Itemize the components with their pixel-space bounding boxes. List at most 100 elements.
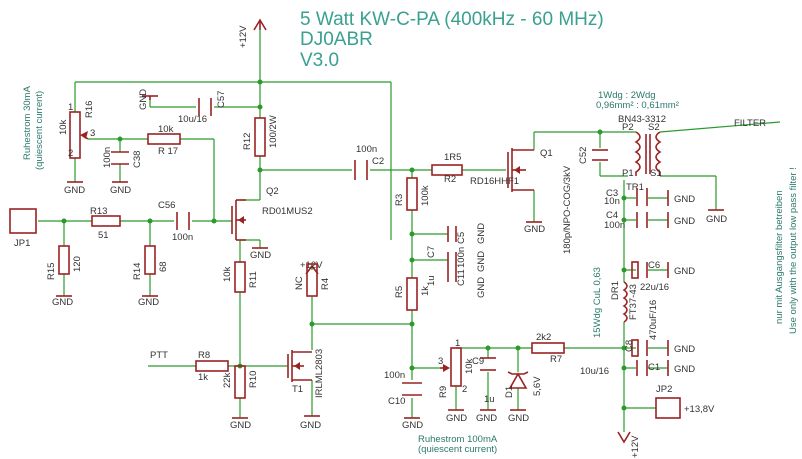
svg-text:100n: 100n	[384, 370, 405, 381]
svg-text:R9: R9	[438, 386, 449, 398]
svg-text:100n: 100n	[456, 247, 467, 268]
svg-text:22u/16: 22u/16	[640, 282, 669, 293]
svg-text:P1: P1	[622, 168, 634, 179]
svg-text:R5: R5	[394, 286, 405, 298]
svg-text:GND: GND	[674, 344, 695, 355]
resistor-r11: 10k R11	[222, 261, 259, 293]
svg-text:1u: 1u	[484, 394, 495, 405]
svg-text:GND: GND	[524, 224, 545, 235]
junctions	[61, 79, 627, 411]
capacitor-c7: C7 100n GND	[426, 246, 487, 272]
svg-text:C11: C11	[456, 269, 467, 286]
svg-text:TR1: TR1	[626, 182, 644, 193]
svg-text:GND: GND	[476, 277, 487, 298]
svg-text:GND: GND	[446, 413, 467, 424]
svg-text:1Wdg : 2Wdg: 1Wdg : 2Wdg	[598, 90, 656, 101]
filter-note-en: Use only with the output low pass filter…	[788, 167, 799, 334]
svg-text:JP1: JP1	[14, 238, 30, 249]
svg-text:R16: R16	[84, 101, 95, 118]
svg-text:C57: C57	[216, 91, 227, 108]
svg-text:GND: GND	[476, 251, 487, 272]
svg-text:2: 2	[68, 148, 73, 159]
capacitor-c3: C3 10n GND	[604, 188, 695, 207]
svg-text:R8: R8	[198, 350, 210, 361]
svg-text:GND: GND	[508, 413, 529, 424]
svg-text:GND: GND	[476, 223, 487, 244]
svg-text:R4: R4	[320, 278, 331, 290]
capacitor-c2: 100n C2	[354, 144, 384, 180]
svg-text:+12V: +12V	[238, 25, 249, 48]
title-line-1: 5 Watt KW-C-PA (400kHz - 60 MHz)	[300, 9, 604, 30]
svg-text:GND: GND	[230, 420, 251, 431]
svg-text:P2: P2	[622, 122, 634, 133]
svg-text:GND: GND	[674, 216, 695, 227]
resistor-r8: R8 1k	[195, 350, 229, 383]
svg-text:FT37-43: FT37-43	[628, 284, 639, 320]
transistor-t1: T1 IRLML2803 GND	[287, 349, 325, 431]
svg-text:GND: GND	[250, 250, 271, 261]
capacitor-c1: 10u/16 C1 GND	[580, 360, 695, 377]
svg-text:C5: C5	[456, 232, 467, 244]
resistor-r13: R13 51	[90, 206, 121, 241]
svg-text:15Wdg CuL 0,63: 15Wdg CuL 0,63	[592, 267, 603, 338]
capacitor-c11: C11 1u GND	[426, 268, 487, 298]
capacitor-c6: C6 22u/16 GND	[631, 260, 695, 293]
svg-text:GND: GND	[138, 89, 149, 110]
capacitor-c10: 100n C10 GND	[384, 370, 423, 431]
transistor-q2: Q2 RD01MUS2 GND	[231, 186, 313, 261]
svg-text:51: 51	[98, 230, 109, 241]
capacitor-c4: C4 100n GND	[604, 210, 695, 231]
svg-text:1: 1	[68, 102, 73, 113]
svg-text:100k: 100k	[420, 185, 431, 206]
svg-text:1: 1	[455, 338, 460, 349]
title-line-2: DJ0ABR	[300, 29, 373, 50]
resistor-r14: R14 68 GND	[132, 245, 169, 308]
svg-text:Q2: Q2	[266, 186, 279, 197]
svg-text:+13,8V: +13,8V	[684, 404, 715, 415]
svg-text:C4: C4	[606, 210, 618, 221]
resistor-r2: 1R5 R2	[431, 152, 463, 185]
svg-text:+12V: +12V	[300, 260, 323, 271]
svg-text:GND: GND	[138, 297, 159, 308]
plus12v-mid-symbol: +12V	[300, 260, 323, 275]
svg-text:22k: 22k	[222, 372, 233, 388]
svg-text:10k: 10k	[158, 124, 174, 135]
zener-diode-d1: D1 5,6V GND	[504, 371, 543, 424]
svg-text:GND: GND	[110, 185, 131, 196]
filter-note-de: nur mit Ausgangsfilter betreiben	[774, 190, 785, 324]
svg-text:R13: R13	[90, 206, 107, 217]
svg-text:10k: 10k	[222, 266, 233, 282]
potentiometer-r9: R9 10k 3 1 2 GND	[438, 338, 475, 424]
svg-text:Q1: Q1	[540, 148, 553, 159]
capacitor-c57: C57 10u/16	[178, 91, 227, 125]
svg-text:68: 68	[158, 261, 169, 272]
svg-text:C10: C10	[388, 396, 405, 407]
svg-text:S2: S2	[648, 122, 660, 133]
svg-text:S1: S1	[650, 168, 662, 179]
gnd-c57: GND	[138, 89, 158, 110]
resistor-r10: 22k R10 GND	[222, 365, 259, 431]
inductor-dr1: DR1 15Wdg CuL 0,63 FT37-43	[592, 267, 639, 338]
quiescent-100-label: (quiescent current)	[418, 444, 497, 455]
ruhestrom-100-label: Ruhestrom 100mA	[418, 434, 498, 445]
gnd-transformer: GND	[706, 209, 727, 225]
svg-text:R11: R11	[248, 271, 259, 288]
plus12v-bottom-symbol: +12V	[617, 431, 641, 458]
svg-text:GND: GND	[674, 266, 695, 277]
svg-text:C52: C52	[578, 147, 589, 164]
plus12v-top-symbol: +12V	[238, 18, 267, 48]
transistor-q1: Q1 RD16HHF1 GND	[470, 148, 553, 235]
svg-text:10k: 10k	[464, 358, 475, 374]
svg-text:R12: R12	[242, 133, 253, 150]
svg-text:5,6V: 5,6V	[532, 376, 543, 396]
capacitor-c38: 100n C38 GND	[102, 147, 143, 196]
resistor-r4: NC R4	[294, 263, 331, 297]
resistor-r17: 10k R 17	[147, 124, 181, 157]
svg-text:10u/16: 10u/16	[178, 114, 207, 125]
svg-text:180p/NPO-COG/3kV: 180p/NPO-COG/3kV	[562, 165, 573, 254]
svg-text:R2: R2	[444, 174, 456, 185]
gnd-r16: GND	[64, 181, 85, 196]
svg-text:RD01MUS2: RD01MUS2	[262, 206, 313, 217]
svg-text:GND: GND	[674, 364, 695, 375]
svg-text:0,96mm² : 0,61mm²: 0,96mm² : 0,61mm²	[596, 100, 679, 111]
